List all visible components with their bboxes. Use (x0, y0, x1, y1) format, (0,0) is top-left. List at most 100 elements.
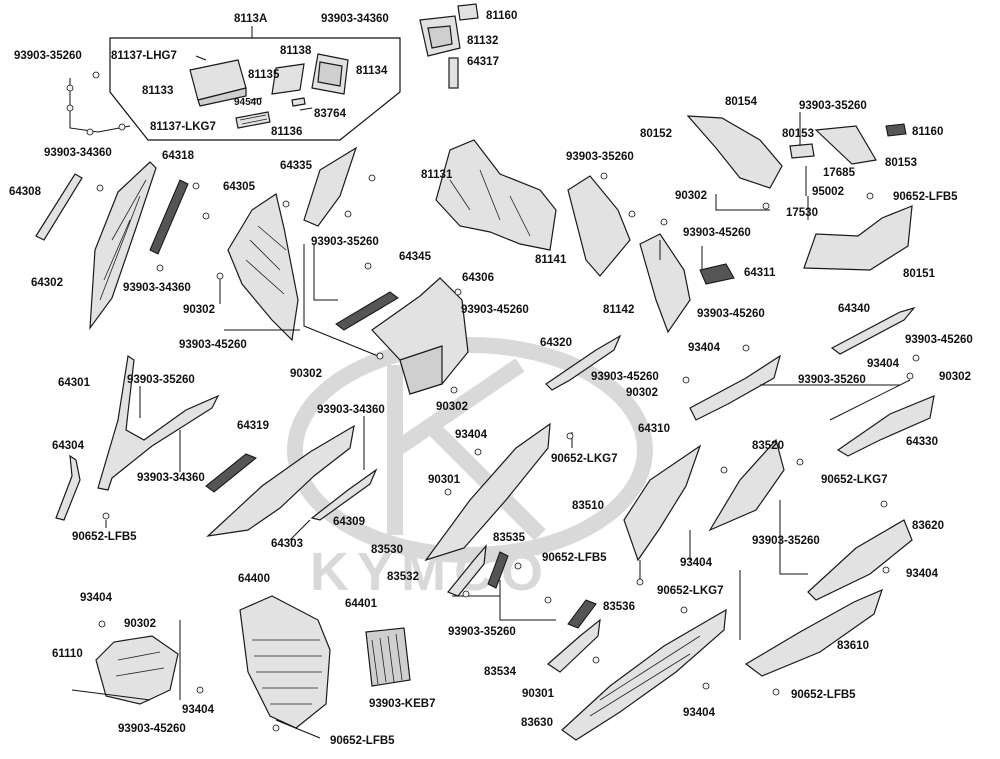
part-83530 (424, 422, 551, 562)
part-64302 (89, 161, 157, 331)
part-label-l-64304: 64304 (52, 440, 84, 452)
part-label-l-90652-lfb5-d: 90652-LFB5 (791, 689, 856, 701)
part-83610 (744, 588, 883, 677)
part-label-l-81138: 81138 (280, 45, 312, 57)
part-label-l-64340: 64340 (838, 303, 870, 315)
part-label-l-83534: 83534 (484, 666, 516, 678)
part-64318 (149, 179, 189, 255)
part-label-l-94540: 94540 (234, 97, 262, 108)
part-label-l-93903-45260-c: 93903-45260 (697, 308, 765, 320)
part-64401 (365, 627, 411, 687)
fasteners (96, 172, 920, 732)
part-label-l-64303: 64303 (271, 538, 303, 550)
part-83534 (547, 618, 601, 673)
part-83620 (807, 519, 913, 601)
part-label-l-93903-34360-c: 93903-34360 (123, 282, 191, 294)
part-64330 (836, 395, 935, 457)
part-64311 (699, 263, 735, 285)
part-label-l-83535: 83535 (493, 532, 525, 544)
part-label-l-8113a: 8113A (234, 13, 268, 25)
part-label-l-93903-45260-b: 93903-45260 (461, 304, 529, 316)
part-64320 (545, 334, 622, 391)
part-label-l-90302-c: 90302 (290, 368, 322, 380)
part-label-l-93903-45260-f: 93903-45260 (591, 371, 659, 383)
part-label-l-64318: 64318 (162, 150, 194, 162)
part-label-l-93903-keb7: 93903-KEB7 (369, 698, 436, 710)
part-label-l-93903-35260-h: 93903-35260 (448, 626, 516, 638)
part-81160-top (457, 3, 479, 21)
part-label-l-64310: 64310 (638, 423, 670, 435)
part-label-l-81141: 81141 (535, 254, 567, 266)
part-label-l-93404-b: 93404 (867, 358, 899, 370)
part-label-l-64330: 64330 (906, 436, 938, 448)
part-label-l-17685: 17685 (823, 167, 855, 179)
part-label-l-93903-35260-c: 93903-35260 (566, 151, 634, 163)
part-label-l-93903-35260-e: 93903-35260 (798, 374, 866, 386)
part-label-l-90302-f: 90302 (436, 401, 468, 413)
part-83520 (708, 438, 785, 532)
part-64303 (206, 424, 355, 537)
part-81142 (639, 233, 691, 334)
part-label-l-93903-34360-d: 93903-34360 (317, 404, 385, 416)
part-80153-b (814, 125, 877, 165)
part-label-l-80154: 80154 (725, 96, 757, 108)
part-label-l-64317: 64317 (467, 56, 499, 68)
part-label-l-93903-34360-b: 93903-34360 (44, 147, 112, 159)
part-label-l-64401: 64401 (345, 598, 377, 610)
part-label-l-90302-d: 90302 (939, 371, 971, 383)
part-label-l-83620: 83620 (912, 520, 944, 532)
part-label-l-17530: 17530 (786, 207, 818, 219)
part-80153-a (789, 143, 815, 159)
part-64301 (97, 354, 220, 491)
part-label-l-64302: 64302 (31, 277, 63, 289)
part-label-l-90301-b: 90301 (522, 688, 554, 700)
part-label-l-93903-34360-a: 93903-34360 (321, 13, 389, 25)
part-label-l-83536: 83536 (603, 601, 635, 613)
part-label-l-93903-45260-e: 93903-45260 (905, 334, 973, 346)
part-64340 (830, 306, 916, 355)
part-label-l-81132: 81132 (467, 35, 499, 47)
part-64317 (448, 57, 459, 89)
part-81131 (435, 139, 557, 251)
part-64304 (55, 454, 81, 521)
part-label-l-93404-c: 93404 (455, 429, 487, 441)
part-label-l-90652-lfb5-a: 90652-LFB5 (893, 191, 958, 203)
part-83536 (567, 599, 597, 629)
part-label-l-93404-d: 93404 (680, 557, 712, 569)
part-label-l-93903-45260-a: 93903-45260 (683, 227, 751, 239)
part-61110 (95, 635, 179, 705)
part-label-l-64311: 64311 (744, 267, 776, 279)
part-83510 (623, 444, 702, 562)
part-label-l-64305: 64305 (223, 181, 255, 193)
part-label-l-90302-e: 90302 (626, 387, 658, 399)
part-label-l-80153-a: 80153 (782, 128, 814, 140)
part-81135 (271, 63, 305, 95)
part-label-l-83764: 83764 (314, 108, 346, 120)
part-label-l-83610: 83610 (837, 640, 869, 652)
part-64400 (239, 595, 331, 729)
part-label-l-81160-a: 81160 (486, 10, 518, 22)
part-80152 (686, 115, 783, 189)
part-label-l-93903-35260-d: 93903-35260 (311, 236, 379, 248)
part-label-l-90301-a: 90301 (428, 474, 460, 486)
part-label-l-93903-35260-a: 93903-35260 (14, 50, 82, 62)
part-label-l-83630: 83630 (521, 717, 553, 729)
part-label-l-80153-b: 80153 (885, 157, 917, 169)
part-label-l-81135: 81135 (248, 69, 280, 81)
part-label-l-64345: 64345 (399, 251, 431, 263)
part-label-l-83530: 83530 (371, 544, 403, 556)
part-64309 (310, 468, 378, 521)
part-83532 (447, 544, 487, 597)
part-label-l-81131: 81131 (421, 169, 453, 181)
part-label-l-64400: 64400 (238, 573, 270, 585)
part-label-l-81142: 81142 (603, 304, 635, 316)
part-64305 (227, 193, 299, 342)
part-label-l-90302-a: 90302 (675, 190, 707, 202)
part-label-l-81137-lhg7: 81137-LHG7 (111, 50, 177, 62)
part-label-l-81160-b: 81160 (912, 126, 944, 138)
part-label-l-80152: 80152 (640, 128, 672, 140)
part-label-l-93404-h: 93404 (683, 707, 715, 719)
part-label-l-81137-lkg7: 81137-LKG7 (150, 121, 216, 133)
part-64310 (689, 354, 781, 421)
